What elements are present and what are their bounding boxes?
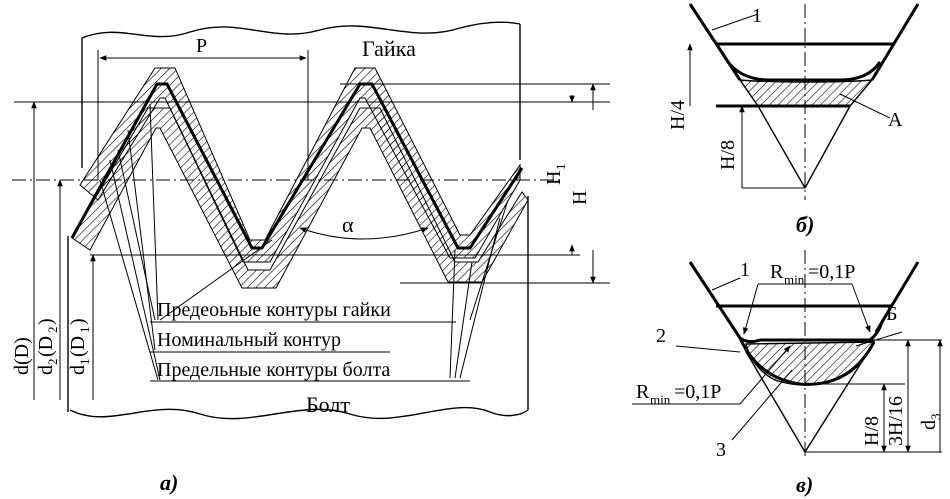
c-lower-flank-right: [804, 351, 869, 453]
c-rmin-top-r: R: [770, 261, 784, 283]
b-label-a: A: [888, 109, 903, 131]
c-rmin-bot-sub: min: [650, 392, 671, 407]
b-flank-right: [870, 3, 920, 81]
figure-b: 1 A H/4 H/8 б): [667, 3, 920, 237]
c-label-b: Б: [886, 303, 897, 325]
pitch-label: P: [196, 35, 207, 57]
d1-sub: 1: [77, 359, 92, 366]
d2-sub: 2: [45, 359, 60, 366]
c-rmin-bot-r: R: [636, 381, 650, 403]
c-rmin-top: R min =0,1P: [770, 261, 855, 287]
c-label-d3-group: d 3: [918, 414, 943, 431]
d2-close-paren: ): [35, 318, 57, 325]
c-rmin-top-sub: min: [784, 272, 805, 287]
c-rmin-bot-val: =0,1P: [674, 381, 721, 403]
c-lower-flank-left: [744, 349, 806, 453]
c-rmin-bot-leader: [739, 345, 791, 405]
c-rmin-top-val: =0,1P: [808, 261, 855, 283]
c-label-d3-sub: 3: [928, 414, 943, 421]
d2-sub2: 2: [45, 327, 60, 334]
c-label-d3: d: [918, 420, 940, 430]
alpha-label: α: [342, 212, 354, 237]
tolerance-zone-bolt: [71, 107, 529, 289]
c-label-2: 2: [656, 325, 666, 347]
nominal-contour: [70, 82, 524, 250]
c-rmin-top-leader-left: [743, 283, 759, 335]
bolt-wavy-edge: [69, 406, 529, 420]
legend-leaders: [99, 103, 509, 381]
c-leader-2: [675, 345, 741, 353]
figure-c: H/8 3H/16 d 3 1 R min =0,1P Б 2 R min =0…: [632, 250, 943, 497]
c-rmin-bottom: R min =0,1P: [636, 381, 721, 407]
c-leader-3: [731, 369, 793, 441]
d1-paren: (D: [67, 336, 89, 357]
b-label-1: 1: [752, 5, 762, 27]
b-lower-flank-left: [757, 105, 806, 189]
caption-b: б): [796, 212, 814, 237]
angle-arc: [299, 227, 429, 240]
h-label: H: [569, 191, 591, 205]
d-label: d(D): [11, 337, 33, 375]
caption-c: в): [796, 472, 813, 497]
c-leader-1: [711, 277, 741, 291]
h1-subscript: 1: [553, 164, 568, 171]
d2-label-group: d 2 (D 2 ): [35, 318, 60, 375]
d1-sub2: 1: [77, 327, 92, 334]
b-leader-1: [711, 13, 759, 31]
h1-label-group: H 1: [543, 164, 568, 186]
c-root-arc-upper: [739, 321, 884, 344]
bolt-label: Болт: [306, 392, 350, 417]
c-label-1: 1: [740, 259, 750, 281]
c-label-3: 3: [716, 439, 726, 461]
legend-nominal: Номинальный контур: [157, 329, 341, 351]
nut-wavy-edge: [81, 21, 521, 39]
c-root-arc-lower: [738, 337, 876, 386]
d2-paren: (D: [35, 336, 57, 357]
c-label-3h16: 3H/16: [885, 396, 907, 446]
b-label-h8: H/8: [717, 140, 739, 170]
d1-label-group: d 1 (D 1 ): [67, 318, 92, 375]
c-zone-b: [745, 341, 876, 386]
h1-label: H: [543, 171, 565, 185]
b-label-h4: H/4: [667, 100, 689, 130]
b-root-arc: [726, 61, 882, 82]
legend-bolt-limits: Предельные контуры болта: [157, 359, 390, 381]
c-label-h8: H/8: [861, 416, 883, 446]
b-leader-a: [839, 93, 891, 119]
b-zone-a: [738, 79, 874, 107]
nut-label: Гайка: [362, 36, 416, 61]
figure-a: P Гайка α H H 1 d(D) d 2 (D 2 ) d: [11, 21, 610, 495]
d1-close-paren: ): [67, 318, 89, 325]
c-rmin-top-leader-right: [851, 283, 871, 333]
d1-label: d: [67, 365, 89, 375]
d2-label: d: [35, 365, 57, 375]
c-flank-right: [874, 261, 920, 333]
caption-a: а): [160, 470, 178, 495]
c-flank-left: [688, 261, 742, 339]
c-leader-b: [855, 331, 903, 347]
legend-nut-limits: Предеоьные контуры гайки: [157, 299, 391, 321]
b-lower-flank-right: [804, 105, 851, 189]
